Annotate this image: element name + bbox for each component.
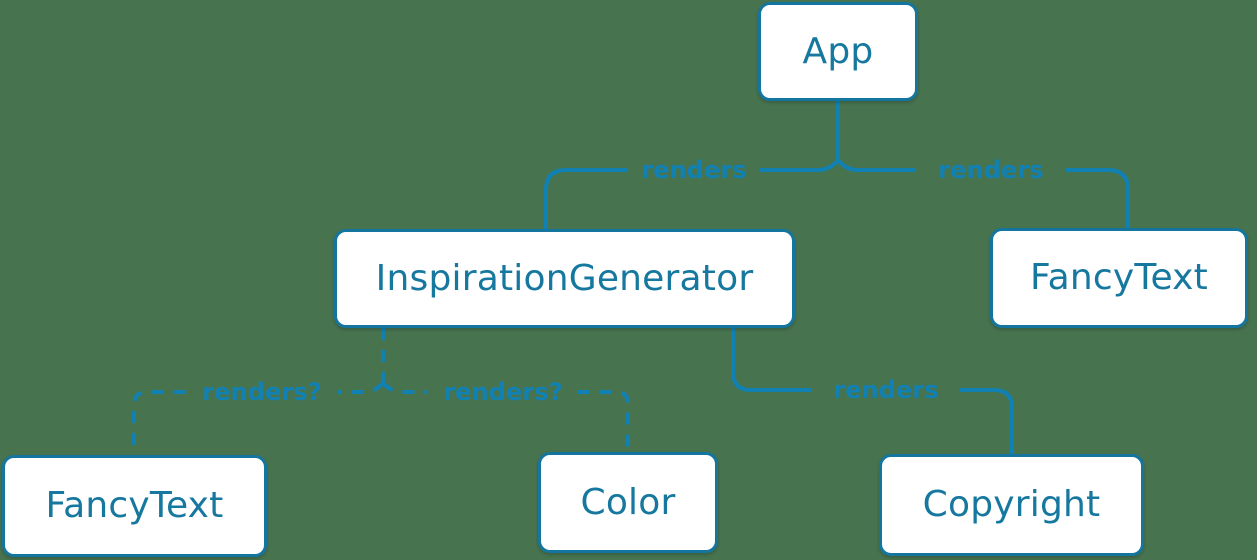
edge-inspiration-generator-to-color bbox=[381, 381, 630, 452]
edge-label-inspiration-generator-to-color: renders? bbox=[443, 378, 563, 406]
node-fancytext-right-label: FancyText bbox=[1030, 257, 1208, 298]
node-copyright-label: Copyright bbox=[922, 484, 1101, 525]
edge-label-app-to-fancytext-right: renders bbox=[938, 156, 1044, 184]
edge-app-to-fancytext-right bbox=[836, 158, 1130, 228]
node-fancytext-bottom[interactable]: FancyText bbox=[2, 455, 267, 557]
node-copyright[interactable]: Copyright bbox=[879, 454, 1144, 556]
node-color-label: Color bbox=[580, 481, 676, 523]
edge-app-to-inspiration-generator bbox=[544, 158, 840, 229]
node-app[interactable]: App bbox=[758, 2, 918, 101]
edge-label-app-to-inspiration-generator: renders bbox=[641, 156, 747, 184]
node-inspiration-generator-label: InspirationGenerator bbox=[375, 257, 754, 299]
node-app-label: App bbox=[802, 30, 874, 72]
node-color[interactable]: Color bbox=[538, 452, 718, 553]
node-fancytext-bottom-label: FancyText bbox=[45, 485, 224, 526]
node-inspiration-generator[interactable]: InspirationGenerator bbox=[334, 229, 795, 328]
edge-inspiration-generator-to-copyright bbox=[731, 328, 1014, 454]
edge-inspiration-generator-to-fancytext-bottom bbox=[132, 381, 385, 455]
node-fancytext-right[interactable]: FancyText bbox=[990, 228, 1248, 328]
edge-label-inspiration-generator-to-copyright: renders bbox=[833, 376, 939, 404]
edge-label-inspiration-generator-to-fancytext-bottom: renders? bbox=[202, 378, 322, 406]
